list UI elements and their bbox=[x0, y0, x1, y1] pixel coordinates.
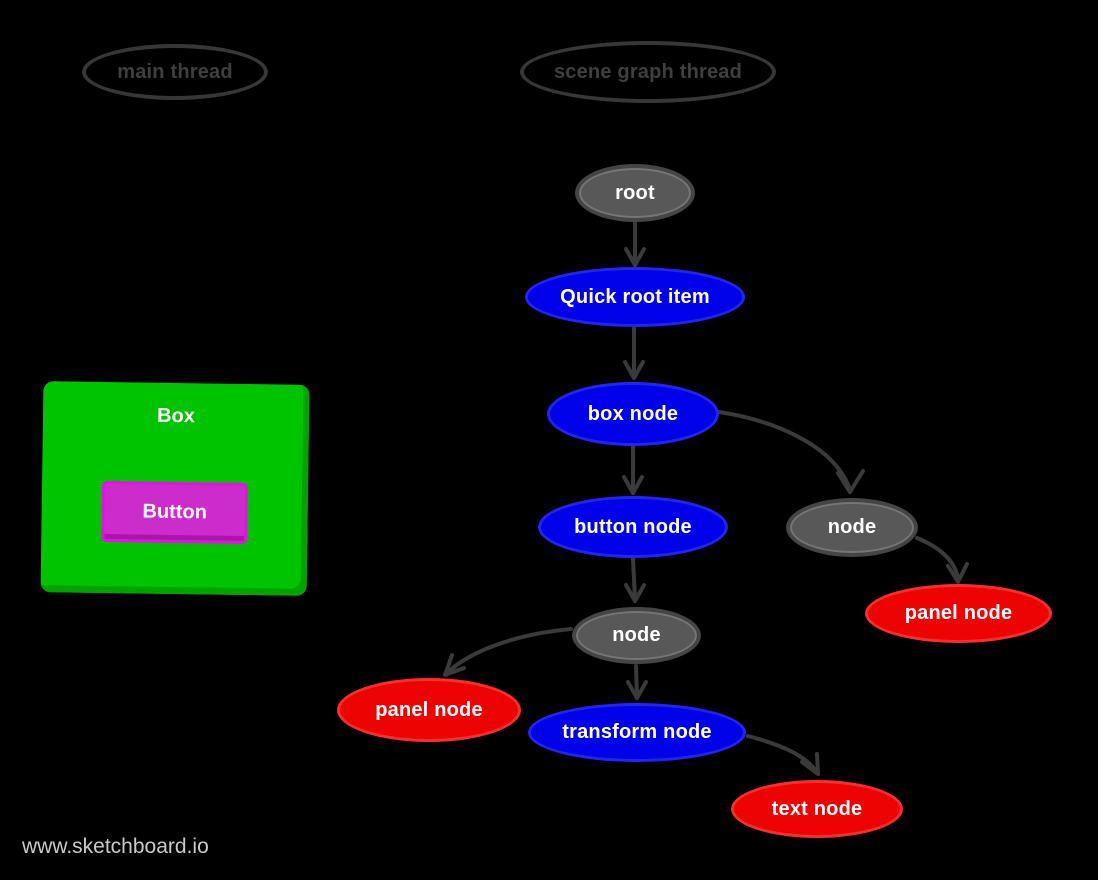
button-label: Button bbox=[142, 500, 208, 524]
box-label: Box bbox=[156, 404, 196, 428]
node-quick-root-item-label: Quick root item bbox=[560, 285, 710, 308]
node-panel-node-right-label: panel node bbox=[904, 602, 1013, 624]
node-button-node-label: button node bbox=[574, 515, 692, 538]
node-box-node-label: box node bbox=[587, 402, 679, 425]
edge-node-mid-to-panel-node-left bbox=[443, 627, 573, 677]
edge-box-node-to-node-right bbox=[717, 410, 865, 494]
edge-button-node-to-node-mid bbox=[624, 557, 646, 603]
node-transform-node-label: transform node bbox=[562, 721, 712, 743]
node-root-label: root bbox=[615, 181, 655, 204]
edge-transform-node-to-text-node bbox=[746, 734, 820, 776]
edge-box-node-to-button-node bbox=[622, 445, 644, 495]
main-thread-label: main thread bbox=[117, 60, 233, 83]
node-panel-node-left-label: panel node bbox=[375, 698, 483, 721]
scene-graph-thread-ellipse[interactable]: scene graph thread bbox=[520, 41, 776, 103]
edge-node-mid-to-transform-node bbox=[626, 664, 648, 700]
node-root[interactable]: root bbox=[575, 164, 695, 222]
box-shape[interactable]: Box Button bbox=[40, 381, 310, 596]
edge-root-to-quick-root-item bbox=[624, 220, 646, 267]
node-mid[interactable]: node bbox=[572, 607, 701, 664]
node-right[interactable]: node bbox=[786, 498, 918, 557]
sketchboard-watermark: www.sketchboard.io bbox=[22, 835, 209, 858]
node-text-node[interactable]: text node bbox=[731, 780, 903, 838]
edge-quick-root-item-to-box-node bbox=[623, 326, 645, 380]
main-thread-ellipse[interactable]: main thread bbox=[82, 44, 268, 100]
node-panel-node-right[interactable]: panel node bbox=[865, 584, 1052, 643]
node-right-label: node bbox=[827, 516, 877, 538]
node-transform-node[interactable]: transform node bbox=[528, 703, 746, 762]
edge-node-right-to-panel-node-right bbox=[915, 536, 969, 584]
button-shape[interactable]: Button bbox=[101, 480, 249, 545]
node-text-node-label: text node bbox=[771, 797, 863, 820]
node-button-node[interactable]: button node bbox=[538, 496, 728, 558]
scene-graph-thread-label: scene graph thread bbox=[553, 60, 743, 83]
node-panel-node-left[interactable]: panel node bbox=[337, 678, 521, 742]
node-box-node[interactable]: box node bbox=[547, 382, 719, 446]
node-mid-label: node bbox=[612, 624, 661, 646]
node-quick-root-item[interactable]: Quick root item bbox=[525, 267, 745, 327]
